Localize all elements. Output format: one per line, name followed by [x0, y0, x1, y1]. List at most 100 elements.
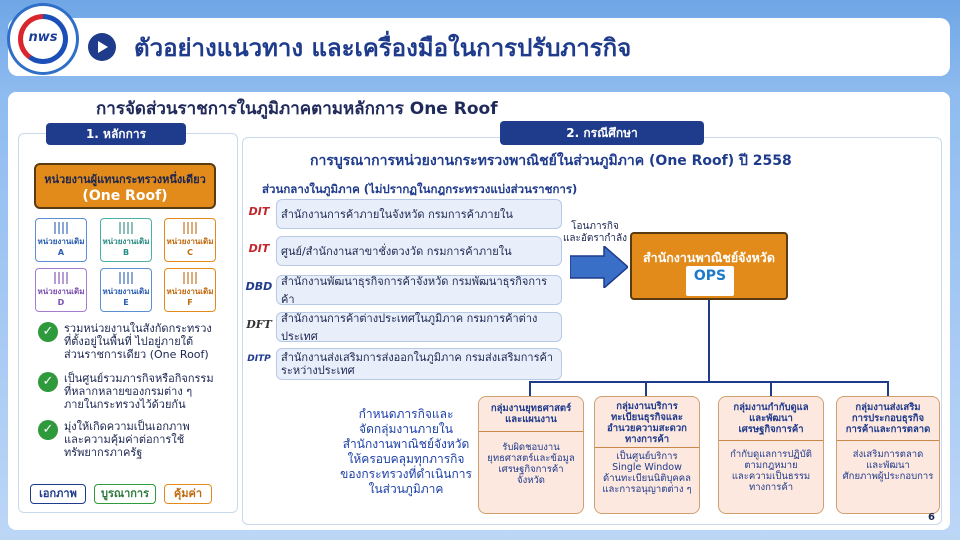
dept-title: การค้าและการตลาด	[837, 424, 939, 441]
dept-desc: เป็นศูนย์บริการ	[616, 451, 678, 462]
case-subheading: ส่วนกลางในภูมิภาค (ไม่ปรากฏในกฎกระทรวงแบ…	[262, 182, 578, 196]
ops-logo: OPS	[686, 266, 734, 296]
dept-desc: ตามกฎหมาย	[744, 460, 798, 471]
bullet-3: มุ่งให้เกิดความเป็นเอกภาพ และความคุ้มค่า…	[64, 420, 234, 459]
goal-line: สำนักงานพาณิชย์จังหวัด	[342, 437, 470, 451]
dept-title: กลุ่มงานกำกับดูแล	[733, 402, 809, 413]
agency-row: สำนักงานส่งเสริมการส่งออกในภูมิภาค กรมส่…	[276, 348, 562, 380]
goal-line: จัดกลุ่มงานภายใน	[359, 422, 453, 436]
dept-title: และพัฒนา	[749, 413, 793, 424]
one-roof-line1: หน่วยงานผู้แทนกระทรวงหนึ่งเดียว	[44, 173, 206, 186]
agency-row: สำนักงานการค้าภายในจังหวัด กรมการค้าภายใ…	[276, 199, 562, 229]
dbd-logo: DBD	[245, 280, 273, 293]
goal-line: ของกระทรวงที่ดำเนินการ	[340, 467, 472, 481]
agency-name-cont: ระหว่างประเทศ	[281, 364, 355, 377]
ditp-logo: DITP	[247, 354, 271, 364]
check-icon: ✓	[38, 420, 58, 440]
unit-f: หน่วยงานเดิม F	[164, 268, 216, 312]
dept-services: กลุ่มงานบริการ ทะเบียนธุรกิจและ อำนวยควา…	[594, 396, 700, 514]
agency-row: ศูนย์/สำนักงานสาขาชั่งตวงวัด กรมการค้าภา…	[276, 236, 562, 266]
pill-unity: เอกภาพ	[30, 484, 86, 504]
goal-line: ในส่วนภูมิภาค	[368, 482, 444, 496]
unit-label: หน่วยงานเดิม	[166, 237, 214, 246]
dept-title: กลุ่มงานส่งเสริม	[855, 402, 921, 413]
agency-row: สำนักงานพัฒนาธุรกิจการค้าจังหวัด กรมพัฒน…	[276, 275, 562, 306]
transfer-label: โอนภารกิจ และอัตรากำลัง	[560, 221, 630, 245]
dept-desc: เศรษฐกิจการค้า	[498, 464, 564, 475]
dept-title: เศรษฐกิจการค้า	[719, 424, 823, 441]
one-roof-header: หน่วยงานผู้แทนกระทรวงหนึ่งเดียว (One Roo…	[34, 163, 216, 209]
dept-desc: ยุทธศาสตร์และข้อมูล	[487, 453, 575, 464]
dept-regulation: กลุ่มงานกำกับดูแล และพัฒนา เศรษฐกิจการค้…	[718, 396, 824, 514]
logo-inner	[23, 19, 63, 59]
logo-text: nws	[28, 30, 58, 45]
play-icon	[88, 33, 116, 61]
connector	[887, 381, 889, 397]
section-subtitle: การจัดส่วนราชการในภูมิภาคตามหลักการ One …	[96, 99, 498, 119]
connector	[770, 381, 772, 397]
building-icon	[54, 272, 68, 284]
unit-code: D	[57, 298, 65, 307]
dept-title: อำนวยความสะดวก	[607, 423, 687, 434]
dept-promotion: กลุ่มงานส่งเสริม การประกอบธุรกิจ การค้าแ…	[836, 396, 940, 514]
dept-desc: จังหวัด	[517, 475, 545, 486]
dept-title: กลุ่มงานบริการ	[616, 401, 678, 412]
unit-e: หน่วยงานเดิม E	[100, 268, 152, 312]
dept-title: ทะเบียนธุรกิจและ	[611, 412, 683, 423]
dit-logo: DIT	[248, 205, 270, 218]
dept-desc: และความเป็นธรรม	[731, 471, 811, 482]
goal-line: ให้ครอบคลุมทุกภารกิจ	[347, 452, 465, 466]
office-label: สำนักงานพาณิชย์จังหวัด	[643, 250, 775, 265]
unit-label: หน่วยงานเดิม	[166, 287, 214, 296]
dept-title: และแผนงาน	[479, 414, 583, 432]
bullet-line: เป็นศูนย์รวมภารกิจหรือกิจกรรม	[64, 372, 214, 385]
unit-b: หน่วยงานเดิม B	[100, 218, 152, 262]
goal-line: กำหนดภารกิจและ	[358, 407, 454, 421]
agency-name: สำนักงานการค้าต่างประเทศในภูมิภาค กรมการ…	[281, 312, 538, 343]
pill-integration: บูรณาการ	[94, 484, 156, 504]
agency-name: สำนักงานส่งเสริมการส่งออกในภูมิภาค กรมส่…	[281, 351, 554, 364]
connector	[645, 381, 647, 397]
dept-strategy: กลุ่มงานยุทธศาสตร์ และแผนงาน รับผิดชอบงา…	[478, 396, 584, 514]
building-icon	[183, 272, 197, 284]
dept-desc: กำกับดูแลการปฏิบัติ	[730, 449, 812, 460]
unit-d: หน่วยงานเดิม D	[35, 268, 87, 312]
page-number: 6	[928, 512, 935, 523]
transfer-line: โอนภารกิจ	[571, 221, 619, 232]
agency-row: สำนักงานการค้าต่างประเทศในภูมิภาค กรมการ…	[276, 312, 562, 343]
dept-desc: และพัฒนา	[866, 460, 910, 471]
dept-desc: ส่งเสริมการตลาด	[852, 449, 924, 460]
dept-title: ทางการค้า	[595, 434, 699, 448]
case-title: การบูรณาการหน่วยงานกระทรวงพาณิชย์ในส่วนภ…	[310, 153, 792, 169]
tab-principles: 1. หลักการ	[46, 123, 186, 145]
connector	[529, 381, 888, 383]
dept-title: การประกอบธุรกิจ	[851, 413, 925, 424]
unit-label: หน่วยงานเดิม	[102, 287, 150, 296]
dept-desc: รับผิดชอบงาน	[502, 442, 560, 453]
page-title: ตัวอย่างแนวทาง และเครื่องมือในการปรับภาร…	[134, 34, 632, 62]
bullet-line: มุ่งให้เกิดความเป็นเอกภาพ	[64, 420, 190, 433]
agency-name: สำนักงานการค้าภายในจังหวัด กรมการค้าภายใ…	[281, 208, 513, 221]
check-icon: ✓	[38, 372, 58, 392]
bullet-line: ภายในกระทรวงไว้ด้วยกัน	[64, 398, 186, 411]
unit-label: หน่วยงานเดิม	[37, 287, 85, 296]
unit-code: E	[123, 298, 129, 307]
pill-value: คุ้มค่า	[164, 484, 212, 504]
unit-code: F	[187, 298, 193, 307]
arrow-right-icon	[570, 246, 628, 288]
building-icon	[119, 222, 133, 234]
bullet-line: และความคุ้มค่าต่อการใช้	[64, 433, 185, 446]
bullet-1: รวมหน่วยงานในสังกัดกระทรวง ที่ตั้งอยู่ใน…	[64, 322, 234, 361]
dept-desc: ด้านทะเบียนนิติบุคคล	[603, 473, 691, 484]
unit-label: หน่วยงานเดิม	[102, 237, 150, 246]
bullet-line: ที่ตั้งอยู่ในพื้นที่ ไปอยู่ภายใต้	[64, 335, 194, 348]
dit-logo: DIT	[248, 242, 270, 255]
dept-desc: ศักยภาพผู้ประกอบการ	[842, 471, 934, 482]
building-icon	[119, 272, 133, 284]
agency-name: สำนักงานพัฒนาธุรกิจการค้าจังหวัด กรมพัฒน…	[281, 275, 548, 306]
dft-logo: DFT	[246, 318, 272, 331]
unit-code: B	[122, 248, 130, 257]
unit-label: หน่วยงานเดิม	[37, 237, 85, 246]
dept-desc: Single Window	[612, 462, 682, 473]
